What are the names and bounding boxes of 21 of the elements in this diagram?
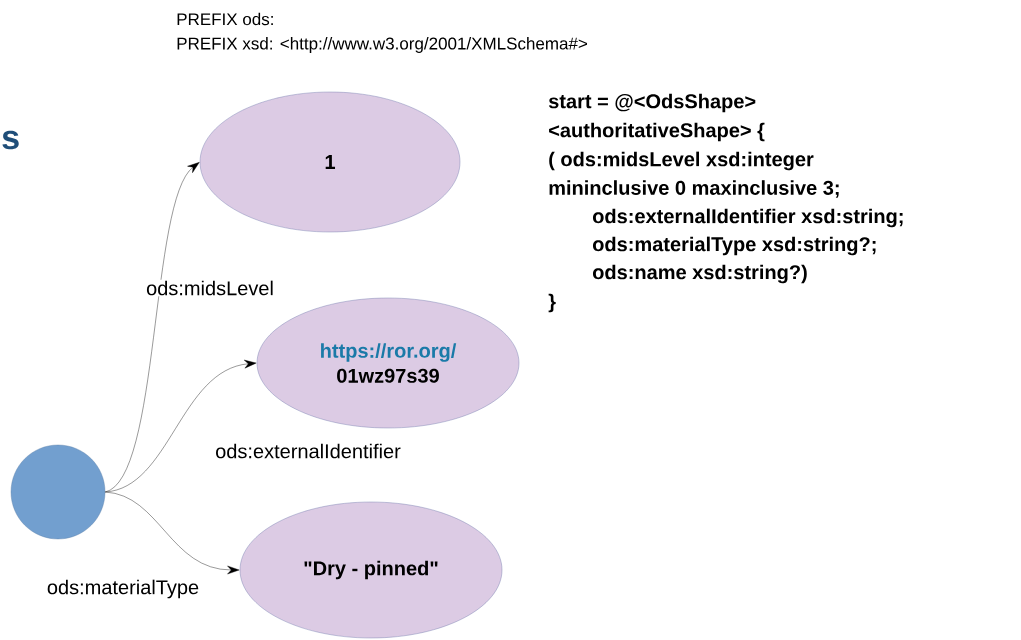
heading-fragment: s: [2, 130, 19, 150]
ellipse-node: https://ror.org/ 01wz97s39: [256, 297, 520, 429]
ellipse-node: 1: [199, 91, 461, 233]
prefix-line: PREFIX ods:: [177, 12, 273, 26]
code-line: ods:name xsd:string?): [593, 264, 807, 284]
prefix-line: PREFIX xsd: <http://www.w3.org/2001/XMLSchema#>: [177, 37, 587, 53]
code-line: start = @<OdsShape>: [548, 93, 756, 113]
code-line: mininclusive 0 maxinclusive 3;: [549, 180, 839, 198]
code-line: <authoritativeShape> {: [549, 122, 765, 142]
code-line: ods:externalIdentifier xsd:string;: [593, 208, 903, 228]
arrow: [105, 162, 200, 493]
ellipse-node: "Dry - pinned": [239, 501, 503, 639]
code-line: }: [548, 293, 556, 313]
circle-node: [10, 444, 106, 540]
edge-label: ods:materialType: [45, 578, 201, 600]
edge-label: ods:externalIdentifier: [214, 442, 402, 460]
code-line: ( ods:midsLevel xsd:integer: [549, 151, 814, 171]
arrow: [105, 491, 240, 575]
arrow: [105, 359, 257, 493]
code-line: ods:materialType xsd:string?;: [593, 236, 876, 256]
edge-label: ods:midsLevel: [145, 279, 275, 297]
